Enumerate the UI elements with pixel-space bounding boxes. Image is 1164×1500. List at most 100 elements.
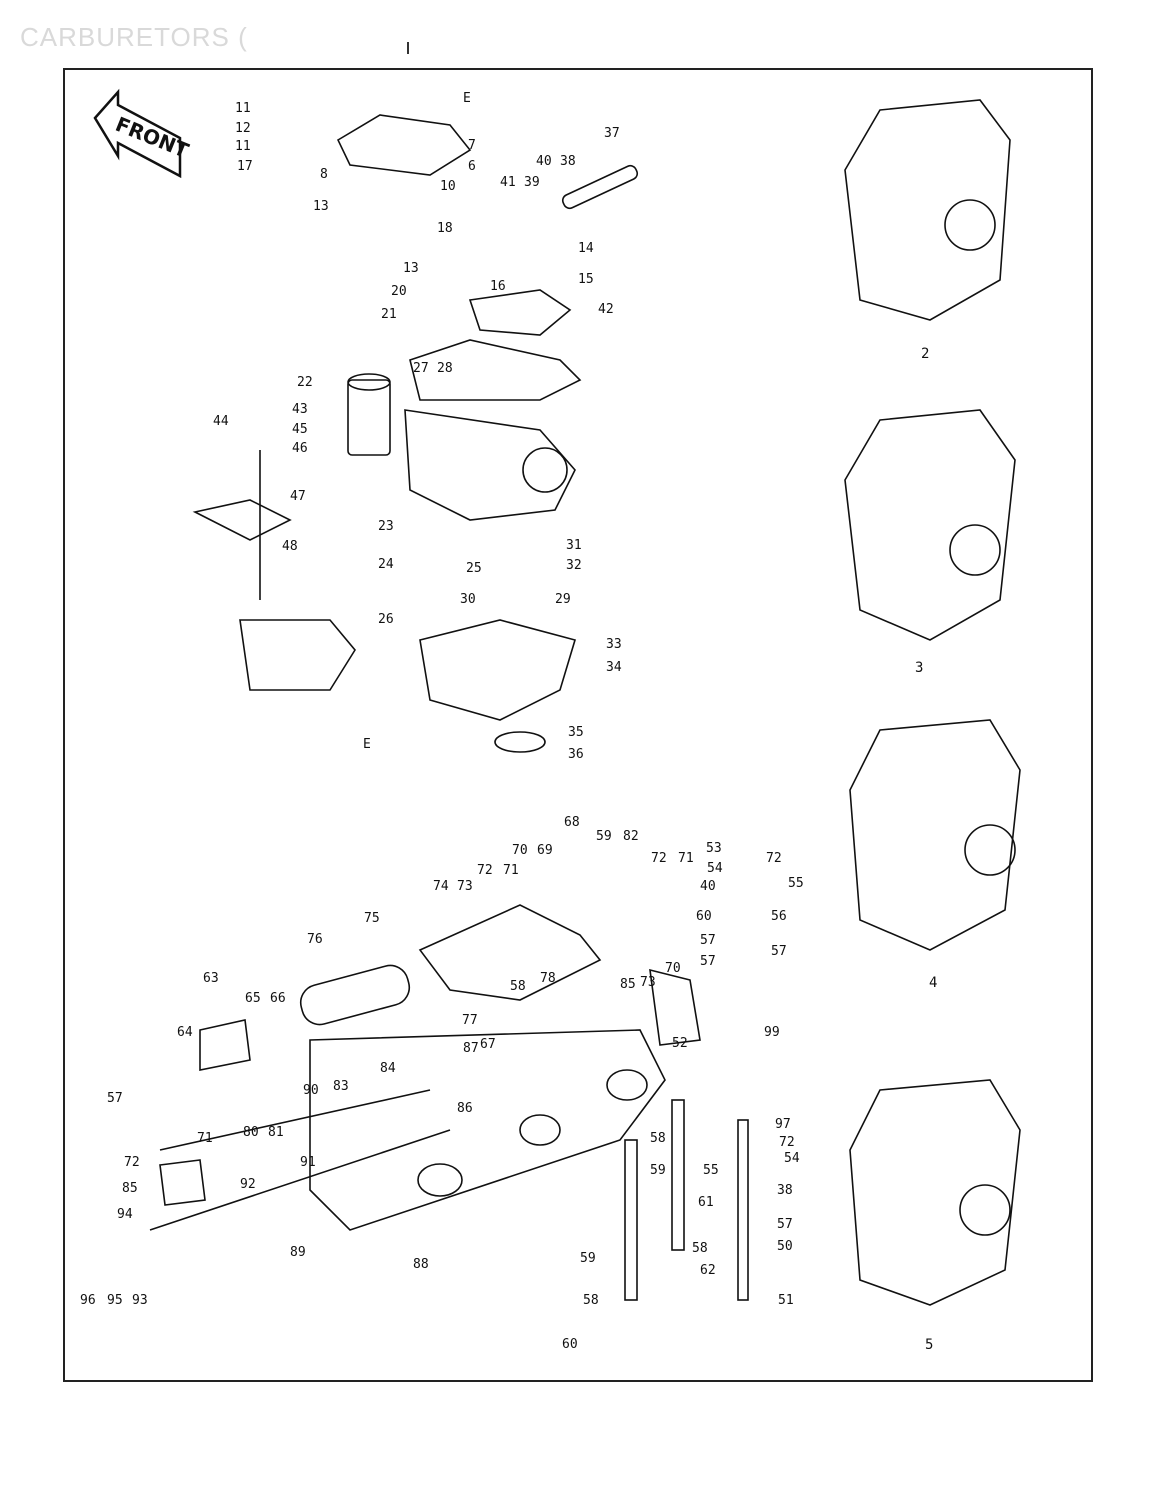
part-label: 54 [707, 861, 723, 876]
part-label: 72 [477, 863, 493, 878]
part-label: 72 [766, 851, 782, 866]
part-label: 13 [313, 199, 329, 214]
part-label: 14 [578, 241, 594, 256]
part-label: 70 [512, 843, 528, 858]
part-label: 54 [784, 1151, 800, 1166]
part-label: 94 [117, 1207, 133, 1222]
part-label: 37 [604, 126, 620, 141]
view-label: 4 [929, 975, 937, 991]
view-label: 5 [925, 1337, 933, 1353]
part-label: 13 [403, 261, 419, 276]
part-label: 33 [606, 637, 622, 652]
part-label: 81 [268, 1125, 284, 1140]
part-label: 72 [779, 1135, 795, 1150]
part-label: 38 [560, 154, 576, 169]
view-3-drawing [844, 409, 1016, 641]
part-label: 80 [243, 1125, 259, 1140]
part-label: 90 [303, 1083, 319, 1098]
part-label: 21 [381, 307, 397, 322]
part-label: E [463, 91, 471, 106]
part-label: 96 [80, 1293, 96, 1308]
part-label: 78 [540, 971, 556, 986]
part-label: 59 [580, 1251, 596, 1266]
part-label: 56 [771, 909, 787, 924]
part-label: 60 [562, 1337, 578, 1352]
part-label: 50 [777, 1239, 793, 1254]
part-label: 77 [462, 1013, 478, 1028]
part-label: 74 [433, 879, 449, 894]
linkage-assembly-drawing [149, 904, 749, 1301]
part-label: 58 [583, 1293, 599, 1308]
part-label: 11 [235, 139, 251, 154]
part-label: 47 [290, 489, 306, 504]
part-label: 36 [568, 747, 584, 762]
part-label: 57 [771, 944, 787, 959]
part-label: 73 [640, 975, 656, 990]
part-label: 76 [307, 932, 323, 947]
part-label: 30 [460, 592, 476, 607]
part-label: E [363, 737, 371, 752]
part-label: 57 [700, 933, 716, 948]
part-label: 16 [490, 279, 506, 294]
part-label: 55 [703, 1163, 719, 1178]
part-label: 62 [700, 1263, 716, 1278]
part-label: 88 [413, 1257, 429, 1272]
part-label: 10 [440, 179, 456, 194]
part-label: 91 [300, 1155, 316, 1170]
view-5-drawing [849, 1079, 1021, 1306]
part-label: 63 [203, 971, 219, 986]
part-label: 87 [463, 1041, 479, 1056]
part-label: 44 [213, 414, 229, 429]
part-label: 55 [788, 876, 804, 891]
part-label: 86 [457, 1101, 473, 1116]
part-label: 45 [292, 422, 308, 437]
view-label: 2 [921, 346, 929, 362]
view-label: 3 [915, 660, 923, 676]
part-label: 64 [177, 1025, 193, 1040]
part-label: 35 [568, 725, 584, 740]
part-label: 18 [437, 221, 453, 236]
part-label: 97 [775, 1117, 791, 1132]
part-label: 32 [566, 558, 582, 573]
part-label: 89 [290, 1245, 306, 1260]
top-mark [407, 42, 409, 54]
part-label: 72 [124, 1155, 140, 1170]
front-badge: FRONT [93, 88, 192, 179]
part-label: 28 [437, 361, 453, 376]
part-label: 85 [122, 1181, 138, 1196]
part-label: 84 [380, 1061, 396, 1076]
part-label: 34 [606, 660, 622, 675]
part-label: 25 [466, 561, 482, 576]
part-label: 6 [468, 159, 476, 174]
part-label: 71 [503, 863, 519, 878]
part-label: 26 [378, 612, 394, 627]
part-label: 71 [678, 851, 694, 866]
part-label: 67 [480, 1037, 496, 1052]
part-label: 57 [107, 1091, 123, 1106]
part-label: 82 [623, 829, 639, 844]
part-label: 57 [700, 954, 716, 969]
part-label: 39 [524, 175, 540, 190]
part-label: 93 [132, 1293, 148, 1308]
part-label: 51 [778, 1293, 794, 1308]
part-label: 99 [764, 1025, 780, 1040]
part-label: 15 [578, 272, 594, 287]
part-label: 8 [320, 167, 328, 182]
part-label: 61 [698, 1195, 714, 1210]
part-label: 59 [596, 829, 612, 844]
part-label: 85 [620, 977, 636, 992]
part-label: 46 [292, 441, 308, 456]
part-label: 7 [468, 138, 476, 153]
part-label: 23 [378, 519, 394, 534]
part-label: 75 [364, 911, 380, 926]
part-label: 43 [292, 402, 308, 417]
page-header: CARBURETORS ( [20, 22, 248, 52]
part-label: 53 [706, 841, 722, 856]
part-label: 38 [777, 1183, 793, 1198]
part-label: 17 [237, 159, 253, 174]
part-label: 41 [500, 175, 516, 190]
part-label: 71 [197, 1131, 213, 1146]
part-label: 31 [566, 538, 582, 553]
part-label: 27 [413, 361, 429, 376]
